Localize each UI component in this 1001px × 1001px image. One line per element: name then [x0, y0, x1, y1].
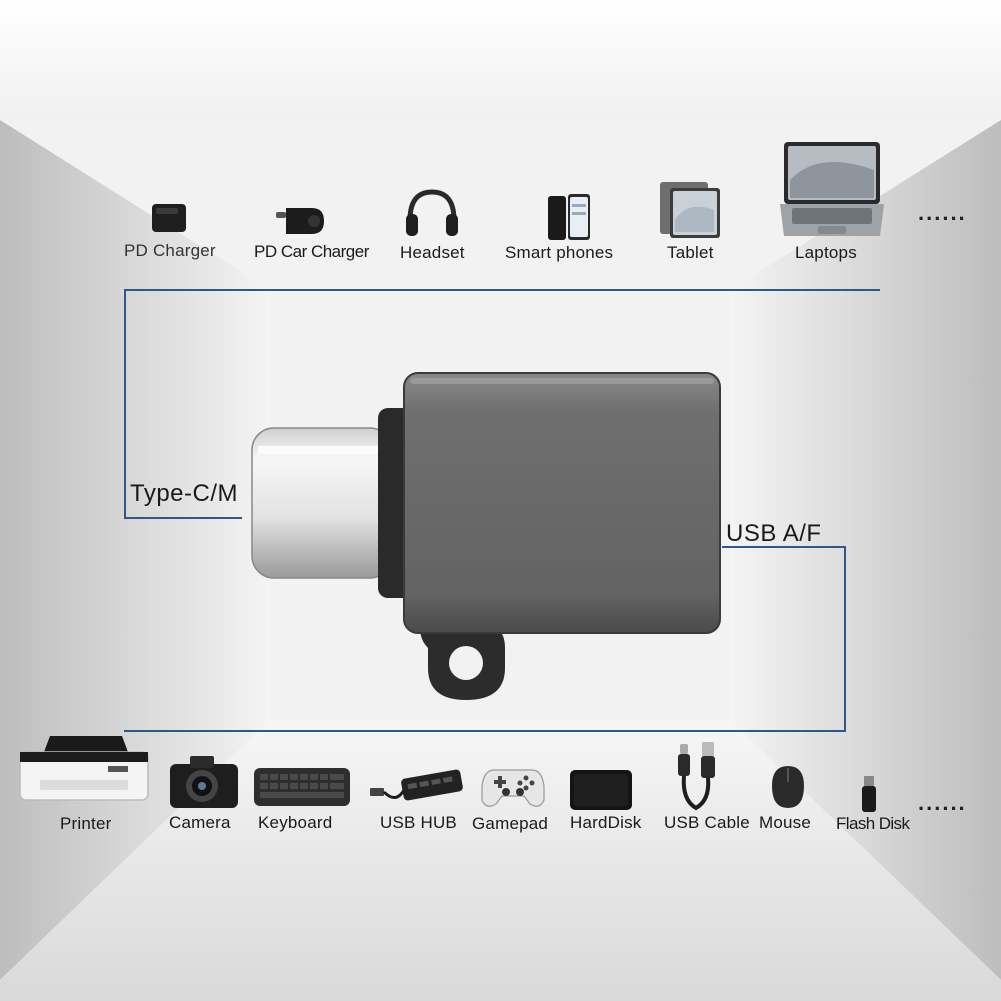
- charger-icon: [152, 204, 186, 232]
- smartphone-icon: [548, 194, 590, 240]
- type-c-label: Type-C/M: [130, 480, 239, 507]
- device-label-pd-car-charger: PD Car Charger: [254, 242, 369, 261]
- device-label-keyboard: Keyboard: [258, 813, 333, 832]
- device-label-pd-charger: PD Charger: [124, 241, 216, 260]
- usb-a-label: USB A/F: [726, 520, 822, 547]
- tablet-icon: [660, 182, 720, 238]
- device-label-laptops: Laptops: [795, 243, 857, 262]
- printer-icon: [19, 736, 149, 801]
- device-label-gamepad: Gamepad: [472, 814, 549, 833]
- device-label-usb-cable: USB Cable: [664, 813, 750, 832]
- camera-icon: [170, 756, 238, 808]
- car-charger-icon: [276, 208, 324, 234]
- flash-disk-icon: [862, 776, 876, 812]
- device-label-headset: Headset: [400, 243, 465, 262]
- more-devices-bottom: ......: [918, 790, 967, 815]
- device-label-printer: Printer: [60, 814, 112, 833]
- device-label-tablet: Tablet: [667, 243, 714, 262]
- gamepad-icon: [481, 769, 545, 807]
- device-label-flash-disk: Flash Disk: [836, 814, 910, 833]
- device-label-harddisk: HardDisk: [570, 813, 642, 832]
- frame-left-stub: [124, 517, 242, 519]
- device-label-usb-hub: USB HUB: [380, 813, 457, 832]
- frame-left-line: [124, 289, 126, 519]
- usb-hub-icon: [370, 769, 463, 801]
- frame-top-line: [124, 289, 880, 291]
- device-label-smart-phones: Smart phones: [505, 243, 614, 262]
- more-devices-top: ......: [918, 200, 967, 225]
- headset-icon: [406, 189, 458, 236]
- frame-right-line: [844, 546, 846, 732]
- usb-cable-icon: [678, 742, 715, 811]
- mouse-icon: [772, 766, 804, 808]
- harddisk-icon: [570, 770, 632, 810]
- frame-bottom-line: [124, 730, 846, 732]
- keyboard-icon: [254, 768, 350, 806]
- device-label-mouse: Mouse: [759, 813, 812, 832]
- device-label-camera: Camera: [169, 813, 231, 832]
- otg-adapter-illustration: [251, 372, 721, 700]
- frame-right-stub: [722, 546, 846, 548]
- laptop-icon: [780, 142, 884, 236]
